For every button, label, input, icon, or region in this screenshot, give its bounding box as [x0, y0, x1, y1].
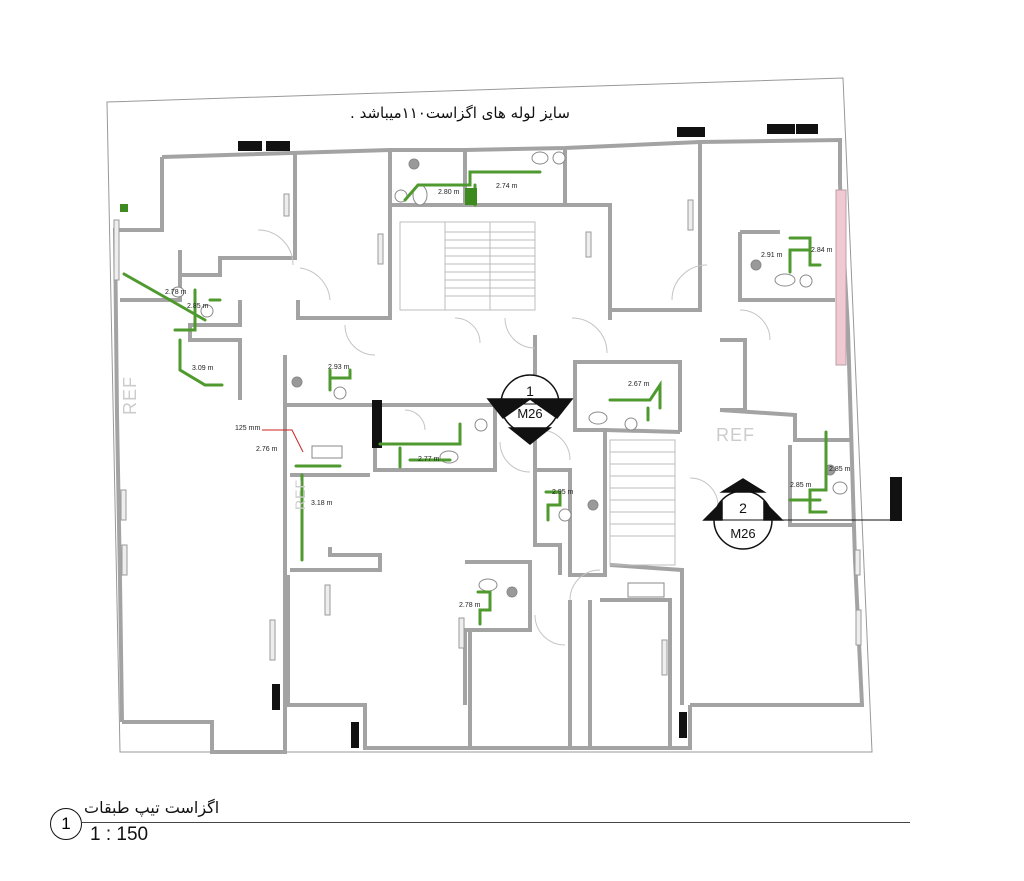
exhaust-shaft: [120, 204, 128, 212]
dimension-label: 2.78 m: [165, 289, 187, 296]
section-marker-1: [486, 374, 574, 445]
dimension-label: 2.85 m: [829, 466, 851, 473]
dimension-label: 2.93 m: [328, 364, 350, 371]
section-sheet: M26: [517, 406, 543, 421]
dimension-label: 2.80 m: [438, 189, 460, 196]
title-underline: [82, 822, 910, 823]
dimension-label: 2.91 m: [761, 252, 783, 259]
pipe-size-label: 125 mm: [235, 425, 261, 432]
dimension-label: 2.85 m: [790, 482, 812, 489]
dimension-label: 3.09 m: [192, 365, 214, 372]
section-number: 2: [739, 500, 747, 516]
ref-label: REF: [120, 376, 140, 415]
view-number: 1: [50, 808, 82, 840]
dimension-label: 2.78 m: [459, 602, 481, 609]
stair-center: [609, 439, 676, 566]
dimension-label: 2.67 m: [628, 381, 650, 388]
view-scale: 1 : 150: [90, 824, 149, 845]
window-jambs: [113, 193, 862, 676]
section-sheet: M26: [730, 526, 756, 541]
ref-label: REF: [292, 479, 308, 510]
view-title: اگزاست تیپ طبقات: [84, 798, 220, 817]
exhaust-pipes: [122, 170, 828, 626]
dimension-label: 2.74 m: [496, 183, 518, 190]
pipe-size-leader: [262, 429, 304, 453]
dimension-label: 2.76 m: [256, 446, 278, 453]
site-boundary: [106, 77, 873, 753]
fixtures: [171, 151, 848, 598]
stair-top: [399, 221, 536, 311]
dimension-label: 2.85 m: [187, 303, 209, 310]
pipe-size-note: سایز لوله های اگزاست۱۱۰میباشد .: [350, 104, 570, 122]
exhaust-grilles: [238, 124, 902, 748]
dimension-label: 2.84 m: [811, 247, 833, 254]
dimension-label: 2.95 m: [552, 489, 574, 496]
section-marker-2: [702, 478, 895, 550]
glazing-strip: [835, 189, 847, 366]
dimension-label: 2.77 m: [418, 456, 440, 463]
ref-label: REF: [716, 425, 755, 445]
exhaust-shaft: [465, 188, 477, 205]
section-number: 1: [526, 383, 534, 399]
dimension-label: 3.18 m: [311, 500, 333, 507]
door-swings: [257, 229, 771, 646]
